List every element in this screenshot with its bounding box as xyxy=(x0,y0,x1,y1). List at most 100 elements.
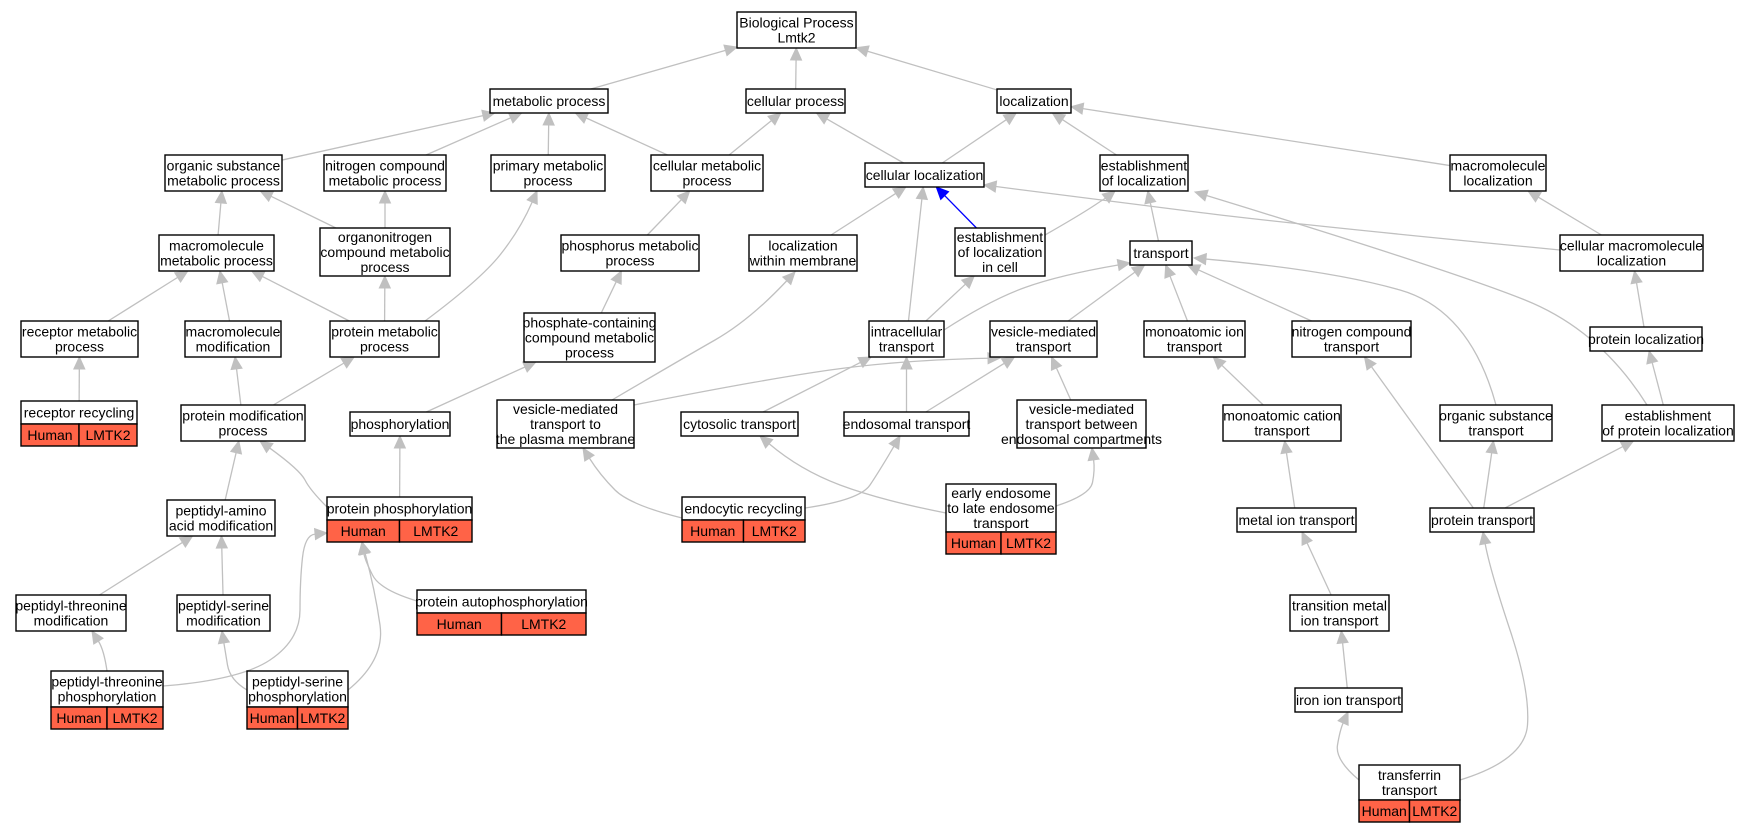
node-box xyxy=(748,234,858,272)
edge-early_endosome-to-vesicle_endo xyxy=(1055,446,1100,507)
go-term-node-protein_loc[interactable]: protein localization xyxy=(1588,326,1704,352)
edge-line xyxy=(1504,445,1624,509)
node-label-line: organic substance xyxy=(1439,408,1553,424)
edge-line xyxy=(1044,196,1108,236)
node-box xyxy=(680,411,799,437)
node-label-line: peptidyl-threonine xyxy=(51,674,163,690)
edge-metal_ion-to-monoatomic_cation xyxy=(1280,439,1296,509)
node-box xyxy=(650,154,764,192)
go-term-node-cellular[interactable]: cellular process xyxy=(745,88,846,114)
go-term-node-metabolic[interactable]: metabolic process xyxy=(489,88,609,114)
node-label-line: intracellular xyxy=(871,324,943,340)
edge-vesicle_plasma-to-loc_membrane xyxy=(611,271,796,401)
edge-line xyxy=(1285,452,1296,509)
go-term-node-localization[interactable]: localization xyxy=(996,88,1072,114)
arrowhead xyxy=(359,540,372,556)
arrowhead xyxy=(542,111,555,126)
arrowhead xyxy=(217,629,231,645)
go-term-node-endosomal[interactable]: endosomal transport xyxy=(843,411,971,437)
edge-monoatomic_ion-to-transport xyxy=(1164,263,1189,322)
edge-intracellular-to-estab_cell xyxy=(925,275,976,322)
annotation-gene: LMTK2 xyxy=(752,523,797,539)
node-label-line: transport xyxy=(1324,339,1379,355)
arrowhead xyxy=(1301,530,1313,546)
node-label-line: protein transport xyxy=(1431,512,1533,528)
arrowhead xyxy=(521,361,537,373)
node-label-line: metabolic process xyxy=(329,173,442,189)
node-label-line: modification xyxy=(186,613,261,629)
annotation-cell xyxy=(296,706,349,730)
annotation-gene: LMTK2 xyxy=(521,616,566,632)
node-label-line: nitrogen compound xyxy=(1292,324,1412,340)
go-term-node-phosphorylation[interactable]: phosphorylation xyxy=(349,411,451,437)
node-box xyxy=(1449,154,1547,192)
node-label-line: localization xyxy=(999,93,1068,109)
go-term-node-metal_ion[interactable]: metal ion transport xyxy=(1236,507,1357,533)
arrowhead xyxy=(676,190,691,205)
annotation-cell xyxy=(106,706,164,730)
edge-line xyxy=(99,541,183,596)
go-term-node-protein_transport[interactable]: protein transport xyxy=(1429,507,1535,533)
go-term-node-cytosolic[interactable]: cytosolic transport xyxy=(680,411,799,437)
edge-nitrogen_transport-to-transport xyxy=(1186,264,1312,322)
node-label-line: Biological Process xyxy=(739,15,853,31)
edge-line xyxy=(867,50,998,91)
go-term-node-iron_ion[interactable]: iron ion transport xyxy=(1294,687,1403,713)
node-label-line: metal ion transport xyxy=(1239,512,1355,528)
node-box xyxy=(1589,326,1703,352)
arrowhead xyxy=(1363,356,1377,371)
go-term-node-cell_loc[interactable]: cellular localization xyxy=(864,162,985,188)
arrowhead xyxy=(340,356,356,369)
edge-receptor_metab-to-macro_metab xyxy=(107,270,189,322)
edge-monoatomic_cation-to-monoatomic_ion xyxy=(1212,356,1264,406)
edge-cell_metab-to-metabolic xyxy=(574,112,668,156)
node-label-line: transport xyxy=(973,515,1028,531)
go-term-node-transport[interactable]: transport xyxy=(1129,240,1193,266)
node-box xyxy=(158,234,275,272)
node-label-line: process xyxy=(605,253,654,269)
graph-edges xyxy=(73,44,1664,781)
annotation-species: Human xyxy=(56,710,101,726)
annotation-cell xyxy=(398,519,473,543)
